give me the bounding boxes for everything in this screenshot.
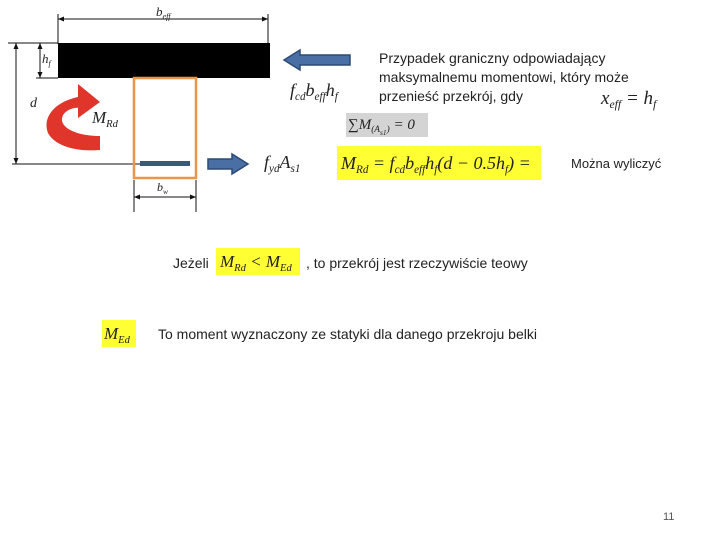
steel-force-arrow	[207, 152, 250, 176]
m-rd-label: MRd	[92, 108, 118, 130]
b-w-label: bw	[157, 180, 168, 196]
limit-case-text: Przypadek graniczny odpowiadający maksym…	[379, 50, 629, 104]
d-label: d	[30, 96, 37, 111]
moment-capacity-formula: MRd = fcdbeffhf(d − 0.5hf) =	[337, 146, 541, 180]
if-label: Jeżeli	[173, 255, 209, 271]
h-f-dimension	[37, 43, 43, 78]
can-calculate-text: Można wyliczyć	[571, 156, 662, 171]
page-number: 11	[663, 511, 675, 523]
flange-force-arrow	[282, 48, 351, 72]
m-ed-description: To moment wyznaczony ze statyki dla dane…	[158, 326, 537, 342]
sum-moment-equation: ∑M(As1) = 0	[346, 113, 428, 137]
d-dimension	[13, 43, 19, 164]
h-f-label: hf	[42, 51, 51, 68]
moment-arrow	[46, 84, 100, 151]
flange-compression-zone	[58, 43, 270, 78]
steel-force-label: fydAs1	[264, 152, 301, 175]
flange-force-label: fcdbeffhf	[290, 80, 338, 103]
m-ed-symbol: MEd	[102, 320, 136, 347]
b-eff-label: beff	[156, 4, 171, 21]
tension-rebar	[140, 161, 190, 166]
b-eff-dimension	[57, 14, 269, 44]
web-outline	[132, 76, 198, 180]
if-condition: MRd < MEd	[216, 248, 300, 275]
b-w-dimension	[133, 180, 197, 212]
then-text: , to przekrój jest rzeczywiście teowy	[306, 255, 528, 271]
limit-condition: xeff = hf	[601, 88, 657, 112]
